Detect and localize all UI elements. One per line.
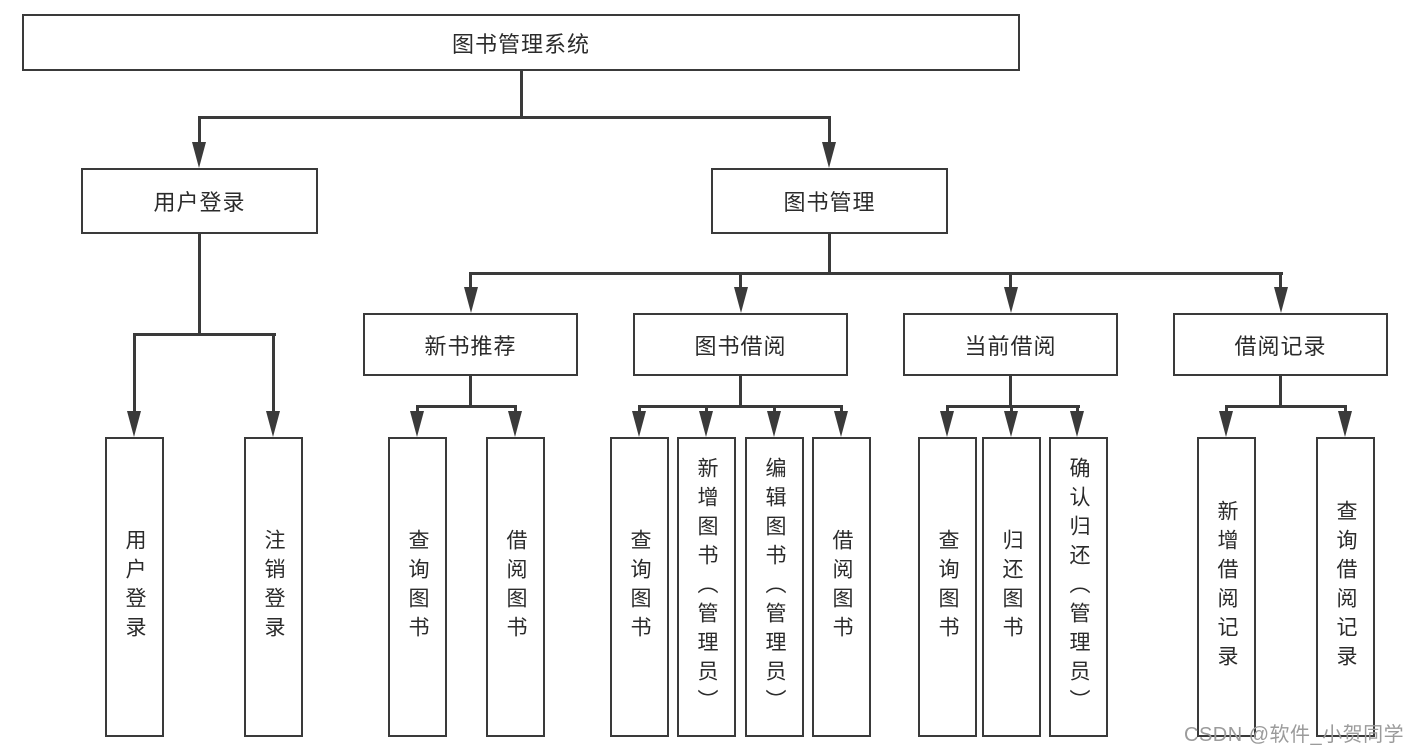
- arrow-down-icon: [1004, 287, 1018, 313]
- connector-stem: [773, 405, 776, 415]
- connector-stem: [1009, 376, 1012, 408]
- arrow-down-icon: [767, 411, 781, 437]
- connector-bar: [416, 405, 517, 408]
- node-label: 用户登录: [153, 190, 246, 215]
- node-label: 新书推荐: [424, 333, 517, 359]
- leaf-add-books-admin: 新增图书（管理员）: [677, 437, 736, 737]
- connector-bar: [469, 272, 1283, 275]
- watermark-text: CSDN @软件_小贺同学: [1184, 724, 1405, 746]
- connector-bar: [1225, 405, 1347, 408]
- leaf-edit-books-admin: 编辑图书（管理员）: [745, 437, 804, 737]
- connector-stem: [469, 272, 472, 290]
- node-label: 用户登录: [123, 529, 146, 645]
- connector-stem: [520, 70, 523, 119]
- node-label: 查询图书: [406, 529, 429, 645]
- node-label: 借阅记录: [1234, 333, 1327, 359]
- node-label: 编辑图书（管理员）: [763, 456, 786, 718]
- node-label: 图书管理: [783, 190, 876, 215]
- leaf-borrow-books-borrow: 借阅图书: [812, 437, 871, 737]
- connector-bar: [638, 405, 843, 408]
- connector-stem: [739, 376, 742, 408]
- connector-stem: [638, 405, 641, 415]
- leaf-query-books-borrow: 查询图书: [610, 437, 669, 737]
- connector-stem: [705, 405, 708, 415]
- connector-stem: [1076, 405, 1079, 415]
- node-new-book-recommendation: 新书推荐: [363, 313, 578, 376]
- leaf-query-books-recommend: 查询图书: [388, 437, 447, 737]
- leaf-confirm-return-admin: 确认归还（管理员）: [1049, 437, 1108, 737]
- arrow-down-icon: [464, 287, 478, 313]
- node-label: 借阅图书: [504, 529, 527, 645]
- connector-stem: [272, 333, 275, 414]
- arrow-down-icon: [1070, 411, 1084, 437]
- leaf-add-borrow-record: 新增借阅记录: [1197, 437, 1256, 737]
- connector-stem: [1279, 272, 1282, 290]
- watermark: CSDN @软件_小贺同学: [1184, 718, 1404, 747]
- node-label: 查询借阅记录: [1334, 500, 1357, 674]
- leaf-query-borrow-record: 查询借阅记录: [1316, 437, 1375, 737]
- leaf-borrow-books-recommend: 借阅图书: [486, 437, 545, 737]
- node-label: 归还图书: [1000, 529, 1023, 645]
- connector-bar: [133, 333, 276, 336]
- leaf-query-books-current: 查询图书: [918, 437, 977, 737]
- arrow-down-icon: [1274, 287, 1288, 313]
- node-book-management: 图书管理: [711, 168, 948, 234]
- arrow-down-icon: [632, 411, 646, 437]
- arrow-down-icon: [1219, 411, 1233, 437]
- arrow-down-icon: [410, 411, 424, 437]
- node-label: 当前借阅: [964, 333, 1057, 359]
- connector-stem: [514, 405, 517, 415]
- node-label: 查询图书: [936, 529, 959, 645]
- connector-stem: [469, 376, 472, 408]
- arrow-down-icon: [1338, 411, 1352, 437]
- node-label: 图书管理系统: [451, 31, 590, 57]
- connector-stem: [133, 333, 136, 414]
- arrow-down-icon: [940, 411, 954, 437]
- connector-stem: [840, 405, 843, 415]
- connector-stem: [1344, 405, 1347, 415]
- node-label: 新增图书（管理员）: [695, 456, 718, 718]
- node-label: 确认归还（管理员）: [1067, 456, 1090, 718]
- leaf-logout-login: 注销登录: [244, 437, 303, 737]
- connector-bar: [946, 405, 1080, 408]
- arrow-down-icon: [127, 411, 141, 437]
- node-label: 注销登录: [262, 529, 285, 645]
- node-current-borrowing: 当前借阅: [903, 313, 1118, 376]
- arrow-down-icon: [822, 142, 836, 168]
- connector-bar: [198, 116, 831, 119]
- connector-stem: [1279, 376, 1282, 408]
- connector-stem: [946, 405, 949, 415]
- connector-stem: [828, 234, 831, 275]
- arrow-down-icon: [1004, 411, 1018, 437]
- leaf-return-books: 归还图书: [982, 437, 1041, 737]
- arrow-down-icon: [192, 142, 206, 168]
- node-label: 新增借阅记录: [1215, 500, 1238, 674]
- arrow-down-icon: [266, 411, 280, 437]
- connector-stem: [1010, 405, 1013, 415]
- node-label: 图书借阅: [694, 333, 787, 359]
- node-user-login: 用户登录: [81, 168, 318, 234]
- node-library-management-system: 图书管理系统: [22, 14, 1020, 71]
- node-borrowing-records: 借阅记录: [1173, 313, 1388, 376]
- node-label: 借阅图书: [830, 529, 853, 645]
- arrow-down-icon: [699, 411, 713, 437]
- node-label: 查询图书: [628, 529, 651, 645]
- connector-stem: [739, 272, 742, 290]
- connector-stem: [1225, 405, 1228, 415]
- arrow-down-icon: [508, 411, 522, 437]
- leaf-user-login: 用户登录: [105, 437, 164, 737]
- connector-stem: [198, 234, 201, 336]
- arrow-down-icon: [834, 411, 848, 437]
- connector-stem: [198, 116, 201, 146]
- node-book-borrowing: 图书借阅: [633, 313, 848, 376]
- connector-stem: [1009, 272, 1012, 290]
- arrow-down-icon: [734, 287, 748, 313]
- connector-stem: [416, 405, 419, 415]
- connector-stem: [828, 116, 831, 146]
